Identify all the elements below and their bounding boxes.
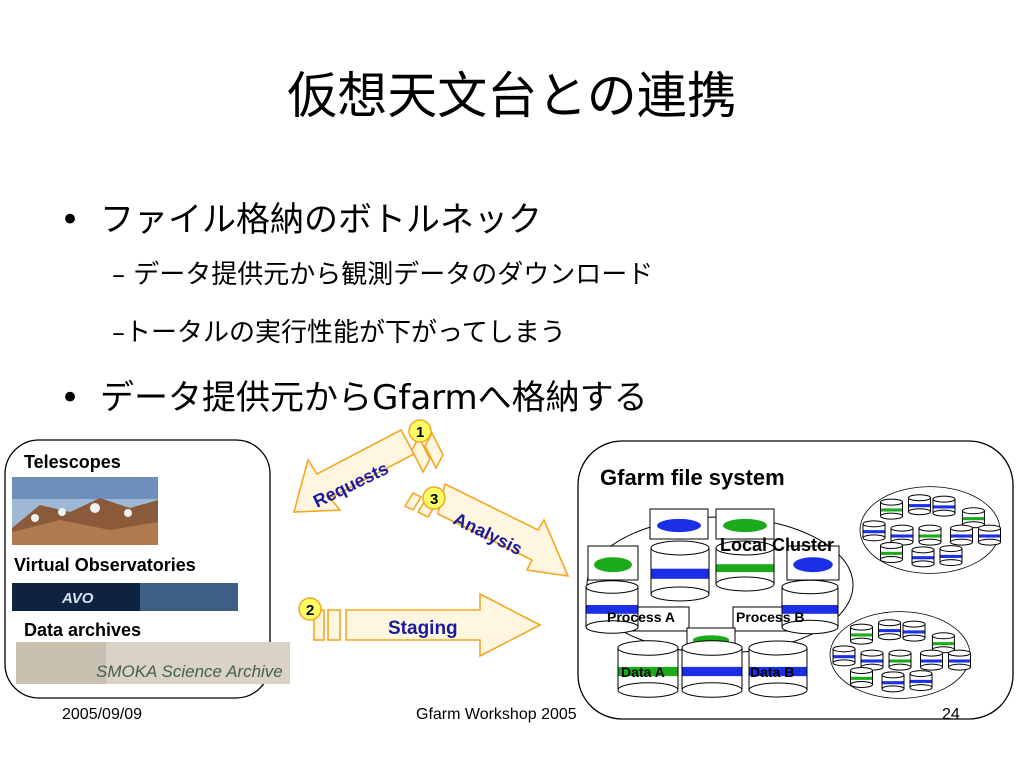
storage-disk-icon — [617, 640, 679, 698]
staging-label: Staging — [388, 618, 458, 639]
step-3-badge — [422, 486, 446, 510]
storage-disk-icon — [878, 619, 901, 641]
storage-disk-icon — [748, 640, 808, 698]
step-2-badge — [298, 597, 322, 621]
storage-disk-icon — [888, 649, 912, 671]
process-a-label: Process A — [607, 609, 675, 625]
staging-arrow: Staging — [313, 592, 542, 658]
storage-disk-icon — [902, 620, 926, 642]
smoka-banner: SMOKA Science Archive — [16, 642, 290, 684]
gfarm-fs-title: Gfarm file system — [600, 465, 785, 490]
data-archives-label: Data archives — [24, 620, 142, 640]
storage-nodes — [585, 486, 1001, 699]
step-1-badge — [408, 419, 432, 443]
host-node-icon — [587, 545, 639, 581]
slide-title: 仮想天文台との連携 — [287, 67, 737, 125]
storage-disk-icon — [881, 671, 905, 693]
host-node-icon — [786, 545, 840, 581]
storage-disk-icon — [931, 632, 955, 654]
data-sources-panel — [4, 439, 271, 699]
storage-disk-icon — [920, 649, 943, 671]
footer-event: Gfarm Workshop 2005 — [416, 706, 577, 723]
sub-bullet-1-text: データ提供元から観測データのダウンロード — [133, 260, 654, 290]
host-node-icon — [715, 508, 775, 540]
host-node-icon — [649, 508, 709, 540]
storage-disk-icon — [918, 524, 942, 546]
virtual-observatories-label: Virtual Observatories — [14, 555, 196, 575]
storage-disk-icon — [911, 546, 935, 568]
storage-disk-icon — [908, 494, 931, 516]
bullet-1: • ファイル格納のボトルネック — [60, 192, 542, 241]
local-cluster-label: Local Cluster — [720, 535, 835, 555]
storage-disk-icon — [850, 623, 873, 645]
footer-page-number: 24 — [942, 706, 960, 723]
storage-disk-icon — [585, 580, 639, 634]
gfarm-panel — [577, 440, 1014, 720]
sub-bullet-1: – データ提供元から観測データのダウンロード — [112, 254, 653, 291]
avo-logo-text: AVO — [61, 590, 94, 607]
storage-disk-icon — [880, 498, 903, 520]
step-3-number: 3 — [430, 491, 438, 508]
storage-disk-icon — [715, 540, 775, 592]
sub-bullet-2: –トータルの実行性能が下がってしまう — [112, 312, 566, 349]
process-b-label: Process B — [736, 609, 805, 625]
bullet-2-text: データ提供元からGfarmへ格納する — [100, 378, 648, 418]
dash: – — [112, 260, 134, 290]
avo-banner: AVO — [12, 583, 238, 611]
storage-disk-icon — [950, 524, 973, 546]
bullet-2: • データ提供元からGfarmへ格納する — [60, 370, 648, 419]
storage-disk-icon — [948, 649, 971, 671]
bullet-dot: • — [60, 378, 81, 418]
storage-disk-icon — [978, 524, 1001, 546]
step-1-number: 1 — [416, 424, 424, 441]
sub-bullet-2-text: トータルの実行性能が下がってしまう — [125, 318, 566, 348]
storage-disk-icon — [681, 640, 743, 698]
bullet-1-text: ファイル格納のボトルネック — [100, 200, 542, 240]
storage-disk-icon — [781, 579, 839, 635]
storage-disk-icon — [939, 545, 963, 567]
dash: – — [112, 318, 125, 348]
step-2-number: 2 — [306, 602, 314, 619]
storage-disk-icon — [880, 542, 903, 564]
storage-disk-icon — [961, 507, 985, 529]
storage-disk-icon — [850, 667, 873, 689]
data-a-label: Data A — [621, 664, 665, 680]
storage-disk-icon — [909, 670, 933, 692]
storage-disk-icon — [862, 520, 886, 542]
smoka-logo-text: SMOKA Science Archive — [96, 662, 283, 681]
storage-disk-icon — [832, 645, 856, 667]
storage-disk-icon — [650, 540, 710, 602]
data-b-label: Data B — [750, 664, 795, 680]
telescope-photo — [12, 477, 158, 545]
footer-date: 2005/09/09 — [62, 706, 143, 723]
bullet-dot: • — [60, 200, 81, 240]
storage-disk-icon — [932, 495, 956, 517]
telescopes-label: Telescopes — [24, 452, 121, 472]
